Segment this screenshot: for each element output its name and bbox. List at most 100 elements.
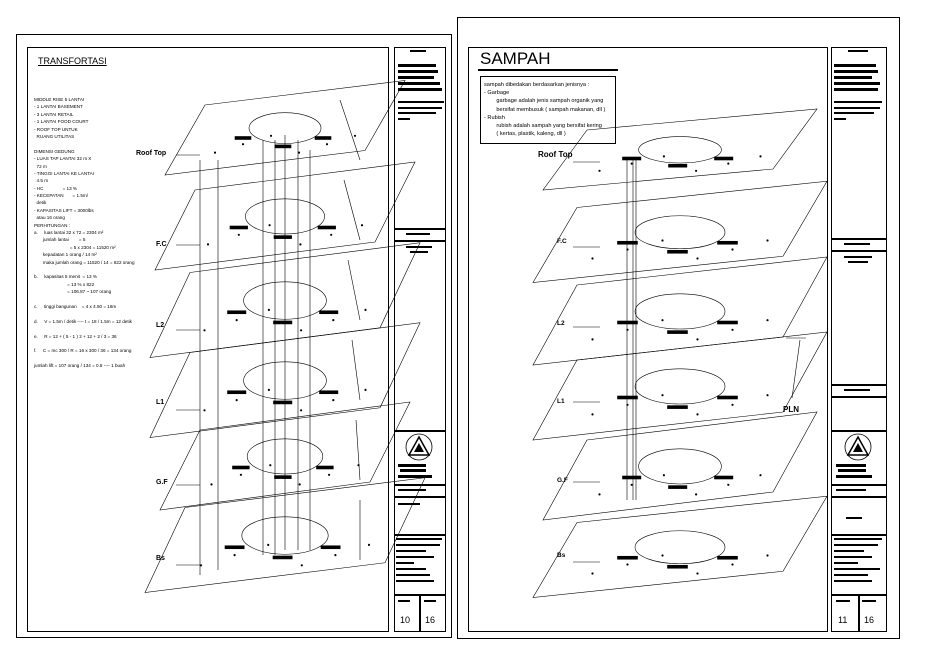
title-bar xyxy=(834,538,882,540)
column-dot xyxy=(598,493,601,496)
note-line: - HC = 13 % xyxy=(34,185,78,191)
callout-leader xyxy=(791,339,801,399)
title-bar xyxy=(846,517,862,519)
pln-callout-label: PLN xyxy=(783,405,799,414)
column-dot xyxy=(233,553,236,557)
column-dot xyxy=(591,572,594,575)
title-divider xyxy=(419,594,421,632)
title-bar xyxy=(396,562,414,564)
column-dot xyxy=(267,388,271,392)
title-bar xyxy=(396,550,426,552)
title-bar xyxy=(398,475,432,478)
title-bar xyxy=(396,556,434,558)
title-bar xyxy=(844,243,870,245)
column-dot xyxy=(267,308,271,312)
atrium-void xyxy=(638,136,722,164)
title-bar xyxy=(848,261,868,263)
note-line: - KECEPATAN = 1.5m/ xyxy=(34,193,88,199)
column-dot xyxy=(328,473,331,476)
title-bar xyxy=(398,464,426,467)
fixture-block xyxy=(717,395,738,400)
title-divider xyxy=(831,496,887,498)
title-bar xyxy=(406,233,430,235)
level-label: L1 xyxy=(156,399,164,406)
title-bar xyxy=(398,112,436,114)
column-dot xyxy=(731,248,734,251)
fixture-block xyxy=(667,405,688,409)
title-bar xyxy=(836,475,872,478)
level-label: Roof Top xyxy=(538,150,573,159)
note-line: jumlah lift = 107 orang / 134 = 0.8 ----… xyxy=(34,363,126,369)
title-bar xyxy=(406,246,432,248)
title-bar xyxy=(398,88,442,91)
title-bar xyxy=(862,600,876,602)
floor-slab xyxy=(164,80,406,176)
floor-slab xyxy=(144,477,426,593)
column-dot xyxy=(297,151,301,154)
title-bar xyxy=(396,568,426,570)
title-bar xyxy=(844,256,872,258)
fixture-block xyxy=(274,144,292,149)
column-dot xyxy=(696,572,699,575)
column-dot xyxy=(662,474,666,477)
column-dot xyxy=(364,308,367,312)
title-divider xyxy=(831,430,887,432)
column-dot xyxy=(694,169,698,172)
title-bar xyxy=(396,544,440,546)
title-bar xyxy=(396,574,430,576)
company-logo xyxy=(844,433,872,461)
title-bar xyxy=(834,112,874,114)
title-bar xyxy=(838,469,866,472)
title-divider xyxy=(858,594,860,632)
fixture-block xyxy=(617,320,638,325)
fixture-block xyxy=(668,163,688,168)
title-bar xyxy=(834,82,880,85)
column-dot xyxy=(661,394,664,397)
title-divider xyxy=(831,250,887,252)
column-dot xyxy=(235,319,238,322)
title-divider xyxy=(394,228,446,230)
column-dot xyxy=(731,328,734,331)
right-sheet-title: SAMPAH xyxy=(480,49,551,68)
title-bar xyxy=(398,600,410,602)
floor-slab xyxy=(159,401,411,511)
title-bar xyxy=(398,64,436,67)
column-dot xyxy=(661,554,664,557)
title-bar xyxy=(834,101,882,103)
title-bar xyxy=(834,550,864,552)
title-bar xyxy=(834,70,878,73)
title-divider xyxy=(394,430,446,432)
title-bar xyxy=(398,118,410,120)
fixture-block xyxy=(617,555,638,560)
note-line: f. C = mc 300 / R = 16 x 300 / 36 = 134 … xyxy=(34,348,132,354)
column-dot xyxy=(696,338,699,341)
title-bar xyxy=(398,489,426,491)
left-drawing-frame xyxy=(27,47,389,632)
column-dot xyxy=(199,564,203,567)
level-label: F.C xyxy=(156,241,167,248)
note-line: e. R = 12 + ( 5 - 1 ) 2 + 12 + 2 / 3 = 3… xyxy=(34,333,117,339)
title-bar xyxy=(848,50,868,52)
column-dot xyxy=(591,413,594,416)
facade-stroke xyxy=(351,339,361,401)
fixture-block xyxy=(224,545,245,550)
note-line: rubish adalah sampah yang bersifat kerin… xyxy=(484,122,602,129)
column-dot xyxy=(239,473,242,476)
floor-slab xyxy=(542,411,818,521)
fixture-block xyxy=(667,564,688,569)
atrium-void xyxy=(638,448,722,485)
level-label: L2 xyxy=(156,322,164,329)
column-dot xyxy=(630,162,633,165)
fixture-block xyxy=(622,156,642,161)
fixture-block xyxy=(319,390,339,395)
title-bar xyxy=(834,88,878,91)
title-bar xyxy=(398,70,438,73)
fixture-block xyxy=(274,475,292,479)
note-line: - 1 LANTAI BASEMENT xyxy=(34,104,83,110)
note-line: atau 16 orang xyxy=(34,215,65,221)
note-line: 72 m xyxy=(34,163,47,169)
level-label: G.F xyxy=(557,477,568,484)
column-dot xyxy=(298,483,301,486)
column-dot xyxy=(300,409,303,412)
note-line: kepadatan 1 orang / 14 m² xyxy=(34,252,97,258)
